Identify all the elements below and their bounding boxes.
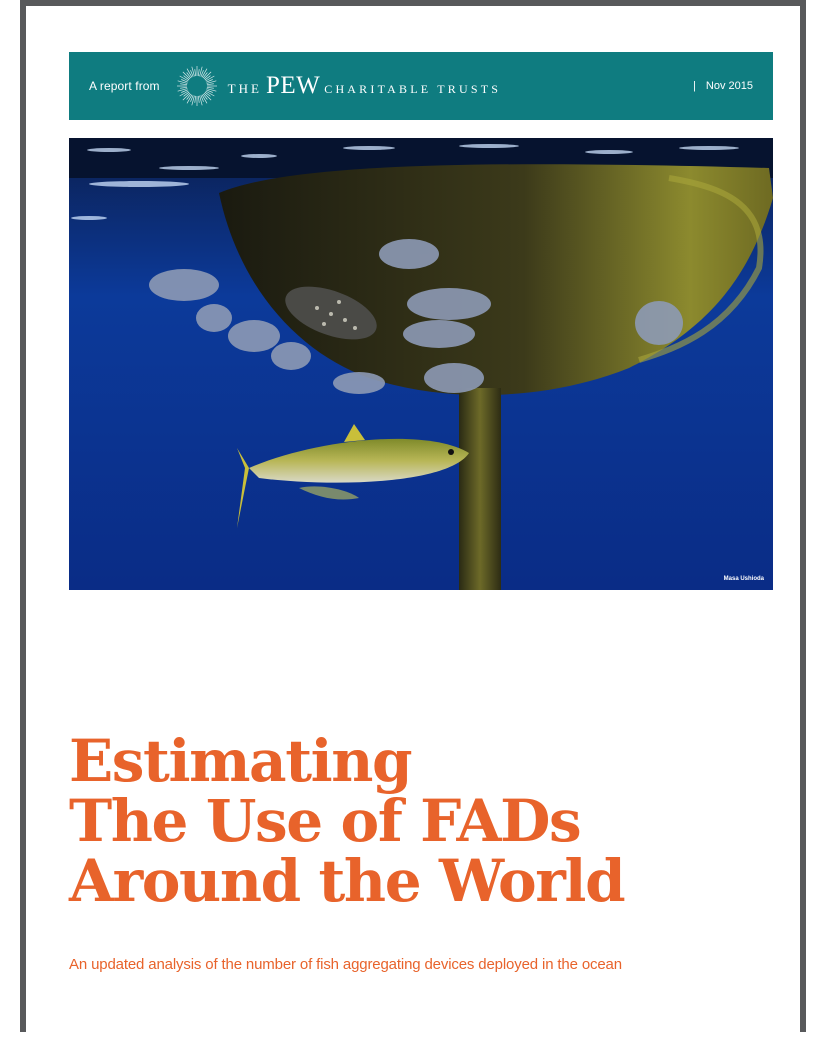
org-name-pew: PEW — [265, 72, 321, 99]
title-line-1: Estimating — [69, 727, 413, 795]
date-text: Nov 2015 — [705, 80, 753, 92]
report-header-band: A report from THE PEW CHARITABLE TRUSTS … — [69, 52, 773, 120]
cover-photo: Masa Ushioda — [69, 138, 773, 590]
title-line-2: The Use of FADs — [69, 787, 582, 855]
report-prefix: A report from — [89, 79, 160, 93]
photo-credit: Masa Ushioda — [723, 576, 764, 582]
report-date: | Nov 2015 — [693, 80, 753, 92]
organization-name: THE PEW CHARITABLE TRUSTS — [228, 72, 501, 100]
report-title: Estimating The Use of FADs Around the Wo… — [69, 727, 626, 915]
org-name-rest: CHARITABLE TRUSTS — [324, 82, 502, 96]
sunburst-icon — [176, 66, 217, 106]
title-line-3: Around the World — [69, 847, 626, 915]
org-name-the: THE — [227, 81, 262, 96]
date-separator: | — [693, 80, 696, 92]
report-subtitle: An updated analysis of the number of fis… — [69, 956, 622, 973]
underwater-fad-illustration — [69, 138, 773, 590]
